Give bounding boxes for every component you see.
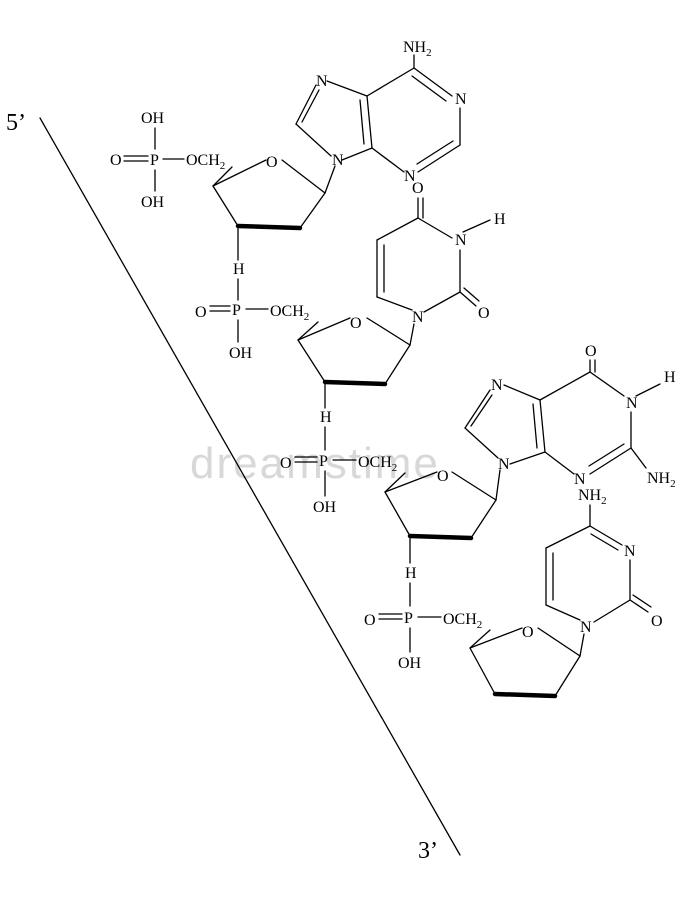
sugar-2-ring-oxygen: O [350, 315, 362, 332]
cytosine-nh2: NH2 [578, 487, 607, 507]
uracil-o4: O [412, 180, 424, 197]
phosphodiester-link-2: H P O OH OCH2 [280, 383, 397, 516]
phosphate-3-oxo: O [280, 455, 292, 472]
guanine-nh2: NH2 [647, 470, 676, 490]
cytosine-n1: N [580, 619, 592, 636]
adenine-n9: N [332, 152, 344, 169]
adenine-n1: N [455, 91, 467, 108]
cytosine-o2: O [651, 613, 663, 630]
phosphate-2-oh: OH [229, 345, 253, 362]
adenine-nh2: NH2 [403, 39, 432, 59]
phosphate-2-och2: OCH2 [270, 303, 309, 323]
sugar-3-ring-oxygen: O [437, 468, 449, 485]
phosphate-4-oh: OH [398, 655, 422, 672]
strand-direction-line [39, 117, 461, 856]
phosphate-1-oh-bottom: OH [141, 194, 165, 211]
guanine-n3: N [574, 471, 586, 488]
nucleotide-guanine: O N N N N O H NH2 [384, 343, 676, 541]
cytosine-n3: N [624, 543, 636, 560]
sugar-4-ring-oxygen: O [522, 624, 534, 641]
phosphate-3-oh: OH [313, 499, 337, 516]
nucleotide-adenine: OH O P OH OCH2 O N N N N NH2 [110, 39, 467, 231]
phosphate-1-oxo: O [110, 152, 122, 169]
three-prime-label: 3’ [418, 838, 438, 864]
watermark-text: dreamstime [190, 439, 440, 488]
phosphate-4-och2: OCH2 [443, 611, 482, 631]
adenine-n7: N [316, 73, 328, 90]
uracil-n1: N [412, 309, 424, 326]
uracil-o2: O [478, 305, 490, 322]
link-3-h: H [405, 565, 417, 582]
uracil-h3: H [494, 211, 506, 228]
phosphate-3-p: P [319, 453, 328, 470]
phosphate-4-oxo: O [364, 612, 376, 629]
link-1-h: H [233, 261, 245, 278]
five-prime-label: 5’ [6, 110, 26, 136]
phosphate-3-och2: OCH2 [358, 454, 397, 474]
phosphodiester-link-3: H P O OH OCH2 [364, 537, 482, 672]
sugar-1-ring-oxygen: O [266, 154, 278, 171]
guanine-n1: N [626, 395, 638, 412]
nucleotide-uracil: O N N O O H [297, 180, 506, 387]
phosphate-2-p: P [232, 302, 241, 319]
phosphate-1-oh-top: OH [141, 110, 165, 127]
guanine-n7: N [491, 377, 503, 394]
phosphate-1-och2: OCH2 [186, 152, 225, 172]
phosphate-2-oxo: O [195, 304, 207, 321]
phosphate-1-p: P [150, 152, 159, 169]
guanine-h1: H [664, 369, 676, 386]
phosphate-4-p: P [404, 610, 413, 627]
guanine-n9: N [498, 456, 510, 473]
uracil-n3: N [455, 232, 467, 249]
guanine-o6: O [585, 343, 597, 360]
phosphodiester-link-1: H P O OH OCH2 [195, 227, 309, 362]
adenine-n3: N [404, 168, 416, 185]
link-2-h: H [320, 409, 332, 426]
nucleotide-cytosine: O N N O NH2 [469, 487, 663, 699]
